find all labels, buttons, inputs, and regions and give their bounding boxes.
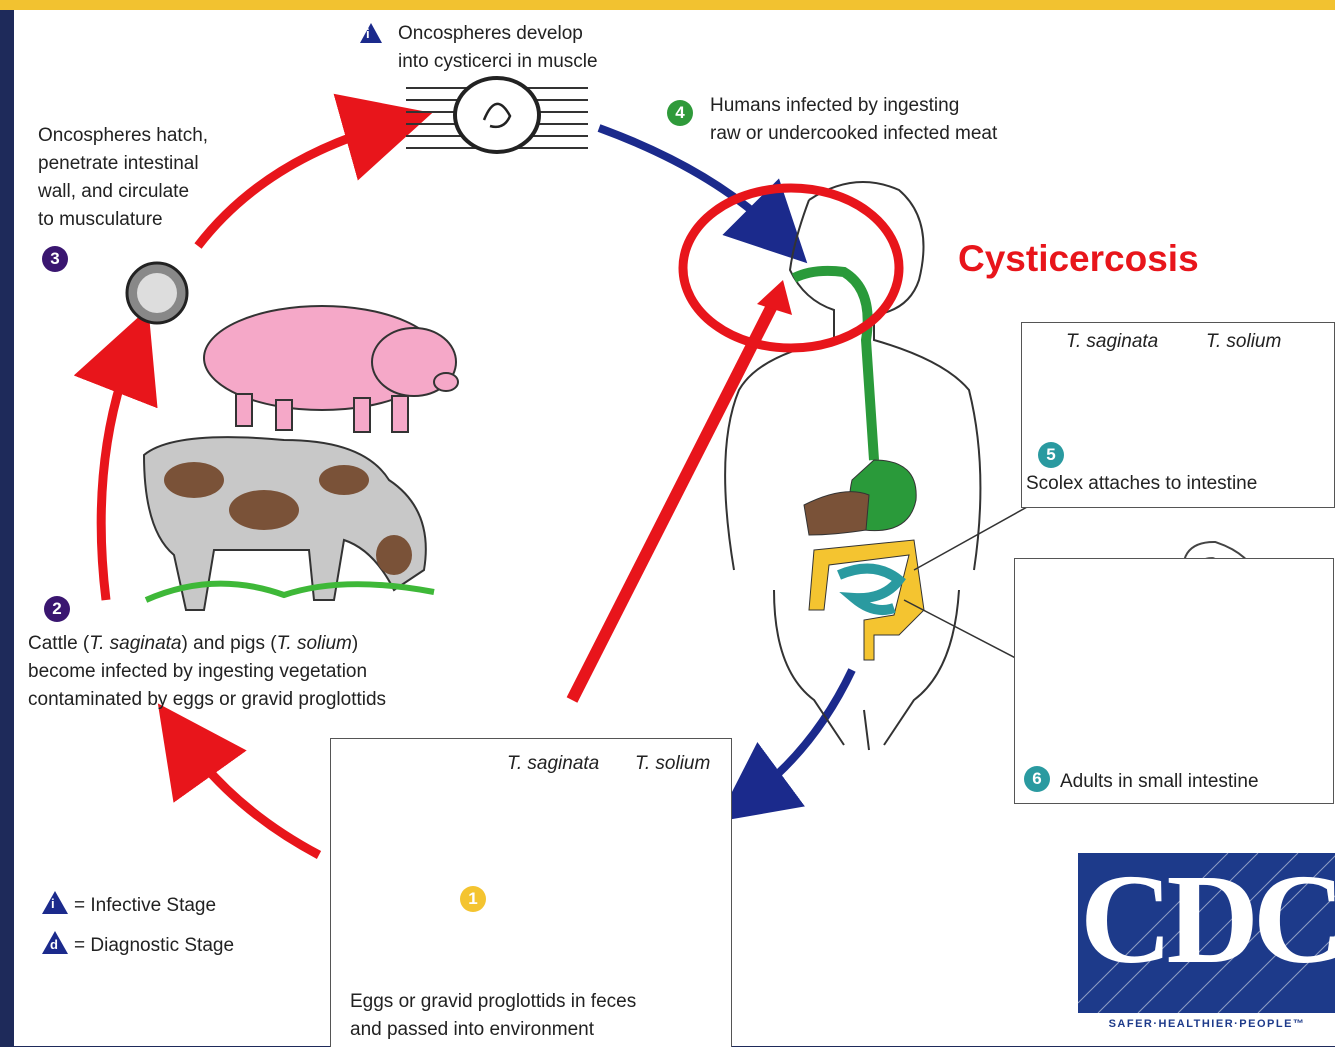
proglottid-solium-label: T. solium — [635, 752, 710, 776]
legend-infective-icon — [42, 891, 68, 914]
stage-3-label-line2: penetrate intestinal — [38, 152, 199, 176]
triangle-i-letter: i — [366, 24, 370, 44]
esophagus — [794, 271, 874, 460]
stage-3-label-line4: to musculature — [38, 208, 163, 232]
stage-i-label-line2: into cysticerci in muscle — [398, 50, 598, 74]
legend-d-letter: d — [50, 935, 58, 955]
page-title: Cysticercosis — [958, 238, 1199, 280]
stage-1-label-line1: Eggs or gravid proglottids in feces — [350, 990, 636, 1014]
cysticercus-in-muscle-icon — [406, 78, 588, 152]
badge-1: 1 — [460, 886, 486, 912]
human-body-outline — [725, 182, 980, 750]
liver — [804, 492, 869, 535]
cow-illustration — [144, 437, 434, 610]
arrow-1-to-2 — [184, 740, 319, 855]
arrow-2-to-3 — [101, 350, 132, 600]
arrow-3-to-muscle — [198, 125, 389, 246]
pig-illustration — [204, 306, 458, 432]
oncosphere-icon — [127, 263, 187, 323]
badge-2: 2 — [44, 596, 70, 622]
stage-6-label: Adults in small intestine — [1060, 770, 1259, 794]
adult-worm-box — [1014, 558, 1334, 804]
stage-1-label-line2: and passed into environment — [350, 1018, 594, 1042]
proglottid-saginata-label: T. saginata — [507, 752, 599, 776]
badge-6: 6 — [1024, 766, 1050, 792]
leader-line-6 — [904, 600, 1029, 665]
stage-3-label-line1: Oncospheres hatch, — [38, 124, 208, 148]
badge-4: 4 — [667, 100, 693, 126]
infective-stage-triangle-icon — [360, 23, 382, 43]
stage-4-label-line1: Humans infected by ingesting — [710, 94, 959, 118]
diagram-canvas: i d i d Oncospheres develop into cystice… — [14, 10, 1335, 1046]
badge-5: 5 — [1038, 442, 1064, 468]
left-border — [0, 10, 14, 1046]
top-border — [0, 0, 1335, 10]
cdc-logo-text: CDC — [1080, 846, 1334, 993]
scolex-solium-label: T. solium — [1206, 330, 1281, 354]
stage-5-label: Scolex attaches to intestine — [1026, 472, 1257, 496]
stage-2-label-line3: contaminated by eggs or gravid proglotti… — [28, 688, 386, 712]
legend-i-letter: i — [51, 894, 55, 914]
stage-2-label-line2: become infected by ingesting vegetation — [28, 660, 367, 684]
pointer-arrow — [572, 302, 774, 700]
stage-i-label-line1: Oncospheres develop — [398, 22, 583, 46]
stage-2-label-line1: Cattle (T. saginata) and pigs (T. solium… — [28, 632, 358, 656]
legend-infective-label: = Infective Stage — [74, 894, 216, 918]
small-intestine — [839, 569, 899, 610]
badge-3: 3 — [42, 246, 68, 272]
legend-diagnostic-label: = Diagnostic Stage — [74, 934, 234, 958]
stage-4-label-line2: raw or undercooked infected meat — [710, 122, 997, 146]
stage-3-label-line3: wall, and circulate — [38, 180, 189, 204]
cdc-logo-tagline: SAFER·HEALTHIER·PEOPLE™ — [1080, 1018, 1334, 1030]
scolex-saginata-label: T. saginata — [1066, 330, 1158, 354]
